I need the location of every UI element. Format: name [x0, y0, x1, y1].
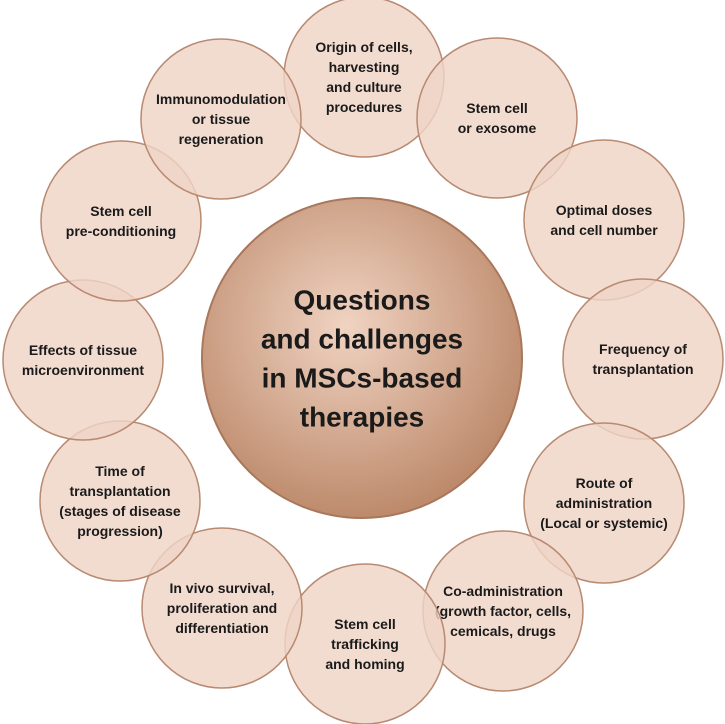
node-circle: [141, 527, 303, 689]
node-label-line: microenvironment: [22, 362, 144, 378]
node-label-line: (Local or systemic): [540, 515, 668, 531]
node-label-line: Frequency of: [599, 341, 687, 357]
center-circle: [201, 197, 523, 519]
node-label-line: and culture: [326, 79, 402, 95]
node-label-line: administration: [556, 495, 652, 511]
center-title-line: Questions: [294, 285, 431, 316]
node-label-line: Immunomodulation: [156, 91, 286, 107]
node-label-line: transplantation: [69, 483, 170, 499]
node-label-line: regeneration: [179, 131, 264, 147]
node-label-line: or tissue: [192, 111, 251, 127]
node-circle: [40, 140, 202, 302]
node-label-line: Route of: [576, 475, 633, 491]
node-label-line: trafficking: [331, 636, 399, 652]
node-circle: [39, 420, 201, 582]
node-frequency: Frequency of transplantation: [562, 278, 724, 440]
node-time: Time of transplantation (stages of disease…: [39, 420, 201, 582]
node-coadmin: Co-administration (growth factor, cells, c…: [422, 530, 584, 692]
node-label-line: progression): [77, 523, 163, 539]
node-route: Route of administration (Local or systemic…: [523, 422, 685, 584]
node-label-line: Time of: [95, 463, 145, 479]
node-label-line: Stem cell: [466, 100, 527, 116]
node-label-line: In vivo survival,: [169, 580, 274, 596]
center-title-line: in MSCs-based: [262, 363, 463, 394]
node-circle: [2, 279, 164, 441]
node-trafficking: Stem cell trafficking and homing: [284, 563, 446, 724]
node-circle: [140, 38, 302, 200]
node-circle: [523, 139, 685, 301]
node-label-line: Co-administration: [443, 583, 563, 599]
node-immuno: Immunomodulation or tissue regeneration: [140, 38, 302, 200]
center-title-line: therapies: [300, 402, 425, 433]
center-title-line: and challenges: [261, 324, 463, 355]
node-label-line: and cell number: [550, 222, 658, 238]
node-circle: [416, 37, 578, 199]
node-origin: Origin of cells, harvesting and culture pro…: [283, 0, 445, 158]
node-label-line: and homing: [325, 656, 404, 672]
node-survival: In vivo survival, proliferation and differ…: [141, 527, 303, 689]
node-label-line: (growth factor, cells,: [435, 603, 571, 619]
node-label-line: Stem cell: [90, 203, 151, 219]
node-label-line: differentiation: [175, 620, 268, 636]
node-circle: [562, 278, 724, 440]
node-label-line: cemicals, drugs: [450, 623, 556, 639]
node-label-line: Effects of tissue: [29, 342, 137, 358]
node-label-line: pre-conditioning: [66, 223, 176, 239]
node-label-line: Origin of cells,: [315, 39, 412, 55]
center-node: Questions and challenges in MSCs-based ther…: [201, 197, 523, 519]
node-precond: Stem cell pre-conditioning: [40, 140, 202, 302]
node-label-line: transplantation: [592, 361, 693, 377]
node-label-line: proliferation and: [167, 600, 277, 616]
node-circle: [523, 422, 685, 584]
node-label-line: Stem cell: [334, 616, 395, 632]
node-exosome: Stem cell or exosome: [416, 37, 578, 199]
node-doses: Optimal doses and cell number: [523, 139, 685, 301]
node-label-line: or exosome: [458, 120, 537, 136]
node-label-line: harvesting: [329, 59, 400, 75]
node-label-line: Optimal doses: [556, 202, 653, 218]
node-microenv: Effects of tissue microenvironment: [2, 279, 164, 441]
node-label-line: (stages of disease: [59, 503, 181, 519]
node-label-line: procedures: [326, 99, 402, 115]
